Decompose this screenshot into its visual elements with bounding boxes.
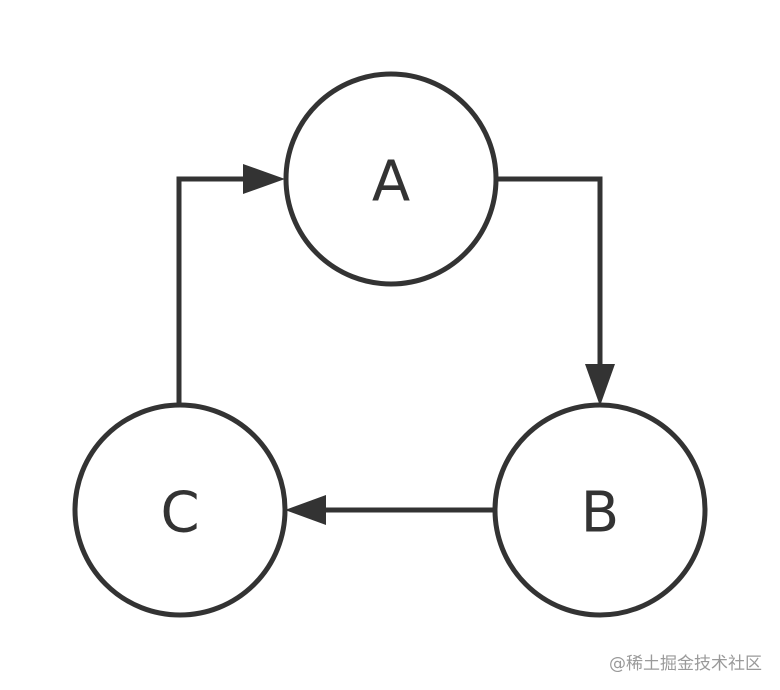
arrowhead-into-a — [243, 164, 285, 194]
node-b-label: B — [581, 481, 619, 546]
edge-c-to-a — [176, 164, 285, 405]
edge-b-to-c — [285, 495, 494, 525]
edge-a-to-b-line — [497, 176, 603, 374]
watermark-text: @稀土掘金技术社区 — [609, 654, 762, 674]
node-a-label: A — [372, 150, 410, 215]
node-b-circle — [492, 402, 708, 618]
node-c-circle — [72, 402, 288, 618]
node-a-circle — [283, 71, 499, 287]
arrowhead-into-b — [585, 364, 615, 406]
node-c-label: C — [160, 481, 199, 546]
node-a: A — [283, 71, 499, 287]
arrowhead-into-c — [285, 495, 326, 525]
edge-a-to-b — [497, 176, 615, 406]
node-c: C — [72, 402, 288, 618]
node-b: B — [492, 402, 708, 618]
edge-c-to-a-line — [176, 176, 250, 405]
